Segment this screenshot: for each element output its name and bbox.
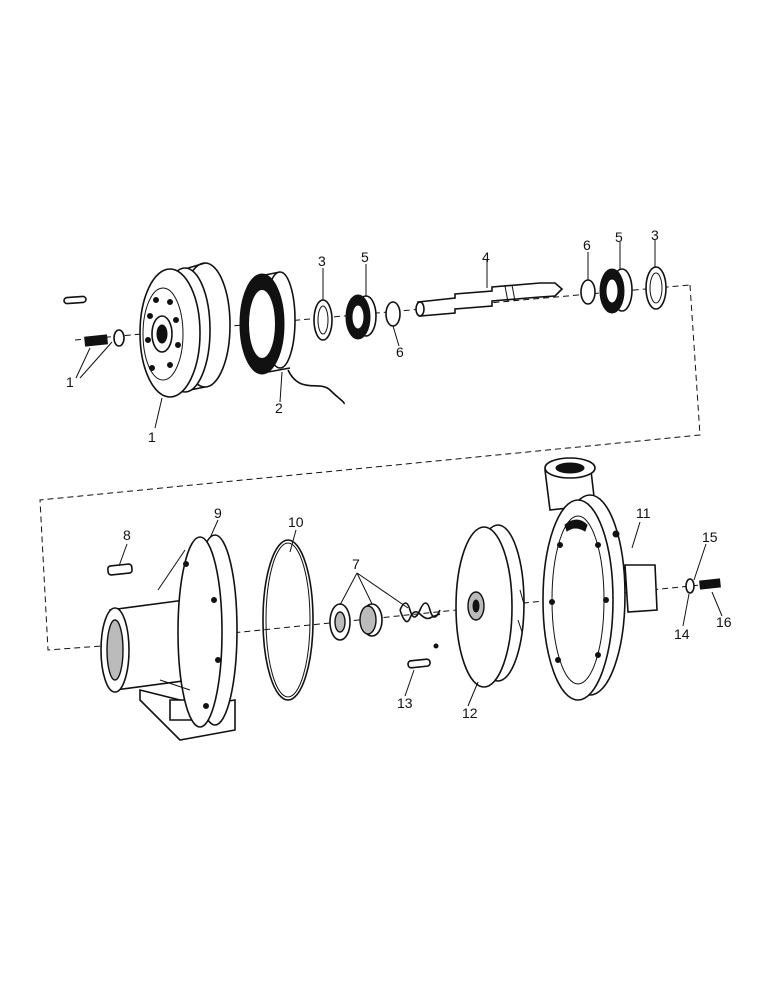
callout-12: 12 bbox=[462, 705, 478, 721]
gasket-part bbox=[262, 539, 314, 701]
callout-6b: 6 bbox=[583, 237, 591, 253]
callout-15: 15 bbox=[702, 529, 718, 545]
leader-lines-top bbox=[75, 240, 656, 429]
coil-part bbox=[239, 271, 345, 405]
bracket-housing-part bbox=[100, 534, 238, 741]
pin-part bbox=[63, 295, 87, 305]
callout-11: 11 bbox=[636, 505, 651, 521]
callout-3a: 3 bbox=[318, 253, 326, 269]
shaft-part bbox=[415, 282, 564, 317]
callout-5a: 5 bbox=[361, 249, 369, 265]
callout-3b: 3 bbox=[651, 227, 659, 243]
mechanical-seal-part bbox=[329, 602, 441, 641]
callout-8: 8 bbox=[123, 527, 131, 543]
callout-9: 9 bbox=[214, 505, 222, 521]
callout-14: 14 bbox=[674, 626, 690, 642]
callout-13: 13 bbox=[397, 695, 413, 711]
callout-6a: 6 bbox=[396, 344, 404, 360]
callout-1b: 1 bbox=[148, 429, 156, 445]
snap-ring-left bbox=[313, 299, 333, 341]
bottom-assembly bbox=[100, 457, 723, 741]
callout-2: 2 bbox=[275, 400, 283, 416]
washer-bolt-parts bbox=[685, 578, 721, 594]
volute-casing-part bbox=[542, 457, 658, 701]
callout-5b: 5 bbox=[615, 229, 623, 245]
key-part bbox=[407, 643, 439, 669]
callout-7: 7 bbox=[352, 556, 360, 572]
callout-labels: 1 1 2 3 5 6 4 6 5 3 8 9 10 7 11 15 14 16… bbox=[66, 227, 732, 721]
callout-16: 16 bbox=[716, 614, 732, 630]
callout-10: 10 bbox=[288, 514, 304, 530]
snap-ring-right bbox=[645, 266, 667, 310]
bearing-right bbox=[599, 268, 633, 314]
impeller-part bbox=[455, 524, 525, 688]
circlip-left bbox=[385, 301, 401, 327]
circlip-right bbox=[580, 279, 596, 305]
leader-lines-bottom bbox=[118, 519, 723, 707]
top-assembly bbox=[39, 240, 701, 651]
bolt-8-part bbox=[107, 563, 133, 576]
clutch-pulley-part bbox=[139, 262, 231, 398]
assembly-guide-line bbox=[39, 284, 701, 651]
bearing-left bbox=[345, 294, 377, 340]
callout-4: 4 bbox=[482, 249, 490, 265]
callout-1a: 1 bbox=[66, 374, 74, 390]
bolt-part bbox=[84, 329, 125, 347]
